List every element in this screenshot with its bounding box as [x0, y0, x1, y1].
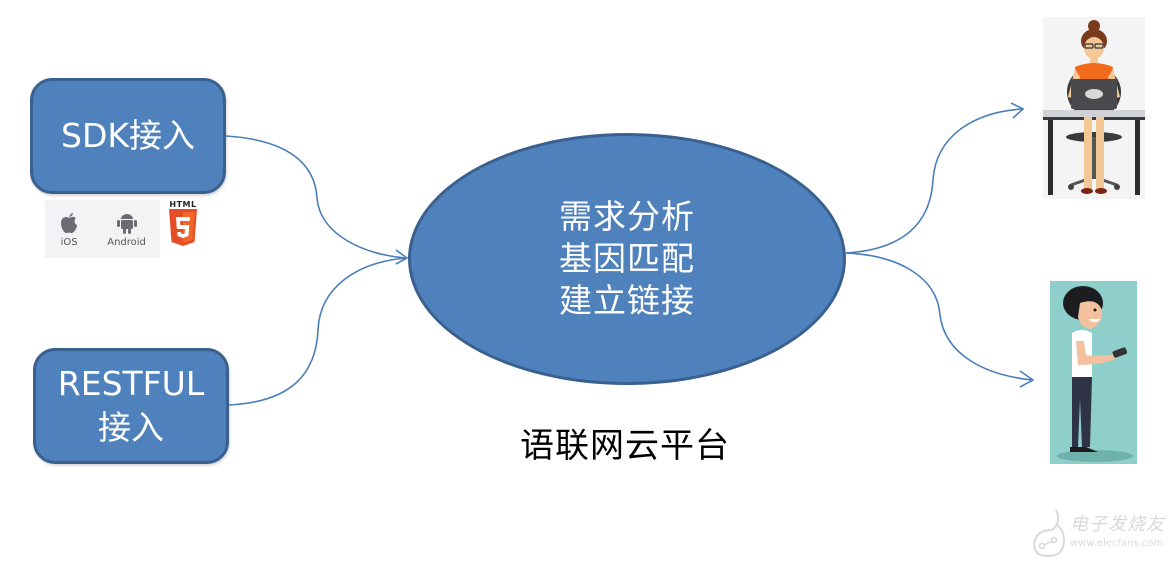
html5-icon — [169, 209, 197, 246]
sdk-access-label: SDK接入 — [61, 116, 195, 155]
watermark-title: 电子发烧友 — [1070, 514, 1165, 535]
translator-illustration — [1043, 17, 1145, 199]
arrowhead-mobile-user — [1019, 370, 1035, 388]
sdk-platform-icons: iOS Android HTML — [45, 200, 215, 258]
restful-access-node: RESTFUL 接入 — [33, 348, 229, 464]
restful-access-label-line1: RESTFUL — [57, 364, 205, 403]
platform-android: Android — [107, 211, 146, 248]
platform-html5: HTML — [168, 200, 198, 258]
watermark-logo-icon — [1032, 509, 1066, 558]
hub-line-establish-link: 建立链接 — [559, 281, 695, 320]
hub-line-demand-analysis: 需求分析 — [559, 197, 695, 236]
edge-sdk-to-hub — [225, 135, 407, 259]
android-icon — [116, 213, 137, 234]
ios-label: iOS — [60, 236, 78, 248]
watermark: 电子发烧友 www.elecfans.com — [1028, 508, 1173, 560]
edge-hub-to-translator — [845, 108, 1023, 254]
person-laptop-icon — [1043, 20, 1145, 195]
os-panel: iOS Android — [45, 200, 160, 258]
hub-line-gene-matching: 基因匹配 — [559, 239, 695, 278]
person-smartphone-icon — [1057, 286, 1133, 462]
edge-hub-to-mobile-user — [845, 252, 1033, 381]
mobile-user-illustration — [1050, 281, 1137, 464]
edge-restful-to-hub — [228, 257, 407, 406]
arrowhead-hub — [395, 249, 409, 265]
html5-label: HTML — [169, 200, 197, 209]
platform-name-label: 语联网云平台 — [520, 426, 730, 466]
restful-access-label-line2: 接入 — [98, 408, 164, 447]
android-label: Android — [107, 236, 146, 248]
watermark-url: www.elecfans.com — [1070, 538, 1164, 549]
platform-hub-node: 需求分析 基因匹配 建立链接 — [408, 133, 846, 385]
apple-icon — [61, 212, 78, 233]
arrowhead-translator — [1010, 102, 1025, 119]
platform-ios: iOS — [59, 211, 79, 248]
sdk-access-node: SDK接入 — [30, 78, 226, 194]
